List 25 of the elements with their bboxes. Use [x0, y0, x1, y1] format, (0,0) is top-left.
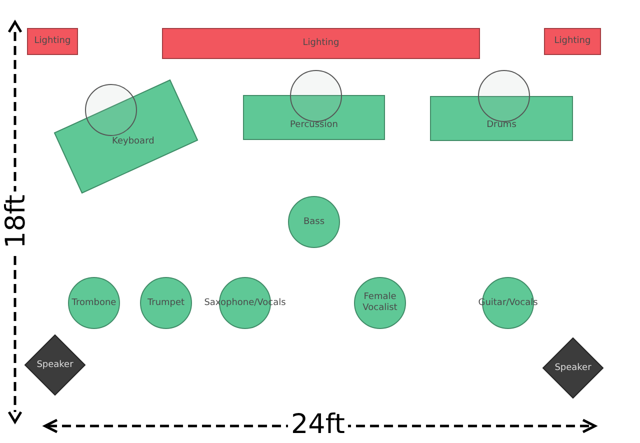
stage-label: Trombone	[72, 298, 116, 308]
lighting-bar	[544, 28, 601, 55]
stage-label: Lighting	[34, 36, 71, 47]
stage-label: Percussion	[290, 120, 338, 132]
stage-label: Female Vocalist	[362, 292, 398, 314]
stage-label: Trumpet	[147, 298, 185, 308]
speaker-diamond	[25, 335, 85, 395]
instrument-area	[430, 96, 573, 141]
stage-label: Speaker	[36, 360, 74, 370]
stage-label: Speaker	[554, 362, 592, 374]
lighting-bar	[162, 28, 480, 59]
musician-circle	[288, 196, 340, 248]
speaker-diamond	[543, 338, 603, 398]
lighting-bar	[27, 28, 78, 55]
stage-label: Lighting	[302, 38, 340, 49]
musician-circle	[68, 277, 120, 329]
stage-label: Drums	[486, 120, 516, 132]
stage-label: Keyboard	[112, 136, 154, 149]
position-circle	[478, 70, 530, 122]
stage-label: Bass	[303, 216, 325, 228]
instrument-area	[243, 95, 385, 140]
position-circle	[290, 70, 342, 122]
musician-circle	[354, 277, 406, 329]
musician-circle	[140, 277, 192, 329]
stage-label: Lighting	[554, 36, 591, 47]
